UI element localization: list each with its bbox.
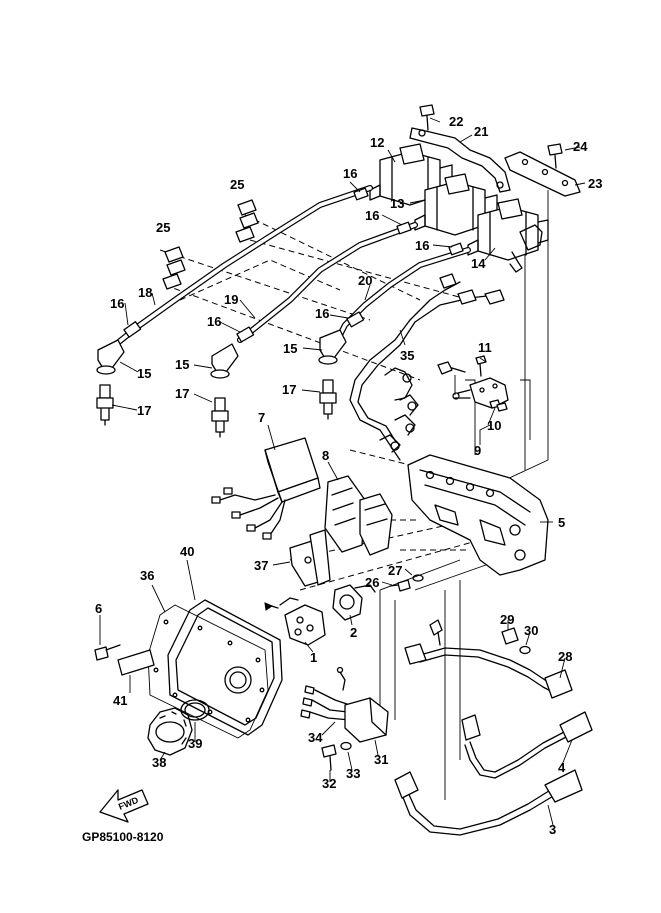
o-ring-39 (180, 699, 210, 721)
callout-16b: 16 (365, 208, 379, 223)
wire-lead-34 (300, 666, 351, 721)
callout-14: 14 (471, 256, 486, 271)
callout-17b: 17 (175, 386, 189, 401)
callout-23: 23 (588, 176, 602, 191)
washer-27 (412, 574, 424, 582)
electric-bracket-5 (407, 454, 549, 576)
callout-27: 27 (388, 563, 402, 578)
callout-31: 31 (374, 752, 388, 767)
callout-15a: 15 (137, 366, 151, 381)
callout-16d: 16 (110, 296, 124, 311)
plug-cap-15 (96, 329, 347, 379)
wire-harness-35 (349, 273, 505, 461)
callout-6: 6 (95, 601, 102, 616)
holder-31 (344, 697, 389, 743)
bracket-23 (504, 151, 581, 197)
cover-40 (167, 599, 283, 736)
callout-16f: 16 (315, 306, 329, 321)
callout-10: 10 (487, 418, 501, 433)
fwd-arrow-icon: FWD (99, 789, 149, 823)
callout-numbers: 1 2 3 4 5 6 7 8 9 10 11 12 13 14 15 16 1… (95, 114, 602, 837)
cord-clamp-25 (162, 199, 259, 290)
cdi-unit-7 (211, 437, 321, 540)
callout-4: 4 (558, 760, 566, 775)
callout-15b: 15 (175, 357, 189, 372)
callout-11: 11 (478, 340, 492, 355)
callout-1: 1 (310, 650, 317, 665)
callout-34: 34 (308, 730, 323, 745)
callout-25a: 25 (230, 177, 244, 192)
callout-41: 41 (113, 693, 127, 708)
bolt-29 (501, 627, 519, 645)
callout-25b: 25 (156, 220, 170, 235)
callout-7: 7 (258, 410, 265, 425)
washer-30 (519, 645, 531, 655)
bolt-22 (419, 104, 435, 131)
screw-11 (437, 355, 487, 377)
callout-24: 24 (573, 139, 588, 154)
callout-39: 39 (188, 736, 202, 751)
spark-plug-17 (96, 379, 337, 438)
callout-22: 22 (449, 114, 463, 129)
gasket-36 (147, 604, 269, 739)
high-tension-cords (112, 185, 471, 348)
label-41 (117, 649, 155, 676)
bolt-26 (389, 579, 411, 592)
callout-28: 28 (558, 649, 572, 664)
callout-13: 13 (390, 196, 404, 211)
callout-33: 33 (346, 766, 360, 781)
callout-12: 12 (370, 135, 384, 150)
callout-2: 2 (350, 625, 357, 640)
callout-19: 19 (224, 292, 238, 307)
callout-40: 40 (180, 544, 194, 559)
screw-10 (489, 399, 508, 412)
callout-3: 3 (549, 822, 556, 837)
callout-18: 18 (138, 285, 152, 300)
starter-relay-2 (332, 584, 376, 621)
ignition-coil-13 (414, 173, 498, 236)
callout-20: 20 (358, 273, 372, 288)
callout-29: 29 (500, 612, 514, 627)
callout-17c: 17 (282, 382, 296, 397)
callout-35: 35 (400, 348, 414, 363)
callout-17a: 17 (137, 403, 151, 418)
bolt-6 (94, 644, 121, 661)
callout-38: 38 (152, 755, 166, 770)
callout-5: 5 (558, 515, 565, 530)
rectifier-regulator-8 (324, 475, 393, 556)
bolt-24 (547, 143, 563, 169)
callout-16a: 16 (343, 166, 357, 181)
callout-26: 26 (365, 575, 379, 590)
drawing-code: GP85100-8120 (82, 830, 164, 844)
callout-37: 37 (254, 558, 268, 573)
callout-30: 30 (524, 623, 538, 638)
callout-32: 32 (322, 776, 336, 791)
bolt-32 (321, 744, 337, 771)
bracket-37 (289, 529, 331, 587)
cable-4 (461, 711, 593, 779)
washer-33 (340, 741, 352, 751)
callout-16c: 16 (415, 238, 429, 253)
callout-21: 21 (474, 124, 488, 139)
cap-38 (147, 707, 193, 756)
callout-16e: 16 (207, 314, 221, 329)
callout-8: 8 (322, 448, 329, 463)
callout-9: 9 (474, 443, 481, 458)
cable-3 (394, 769, 583, 836)
cable-28 (404, 619, 573, 699)
callout-leaders (99, 117, 586, 826)
callout-15c: 15 (283, 341, 297, 356)
cord-grommets (123, 187, 464, 343)
callout-36: 36 (140, 568, 154, 583)
switch-1 (264, 597, 326, 646)
